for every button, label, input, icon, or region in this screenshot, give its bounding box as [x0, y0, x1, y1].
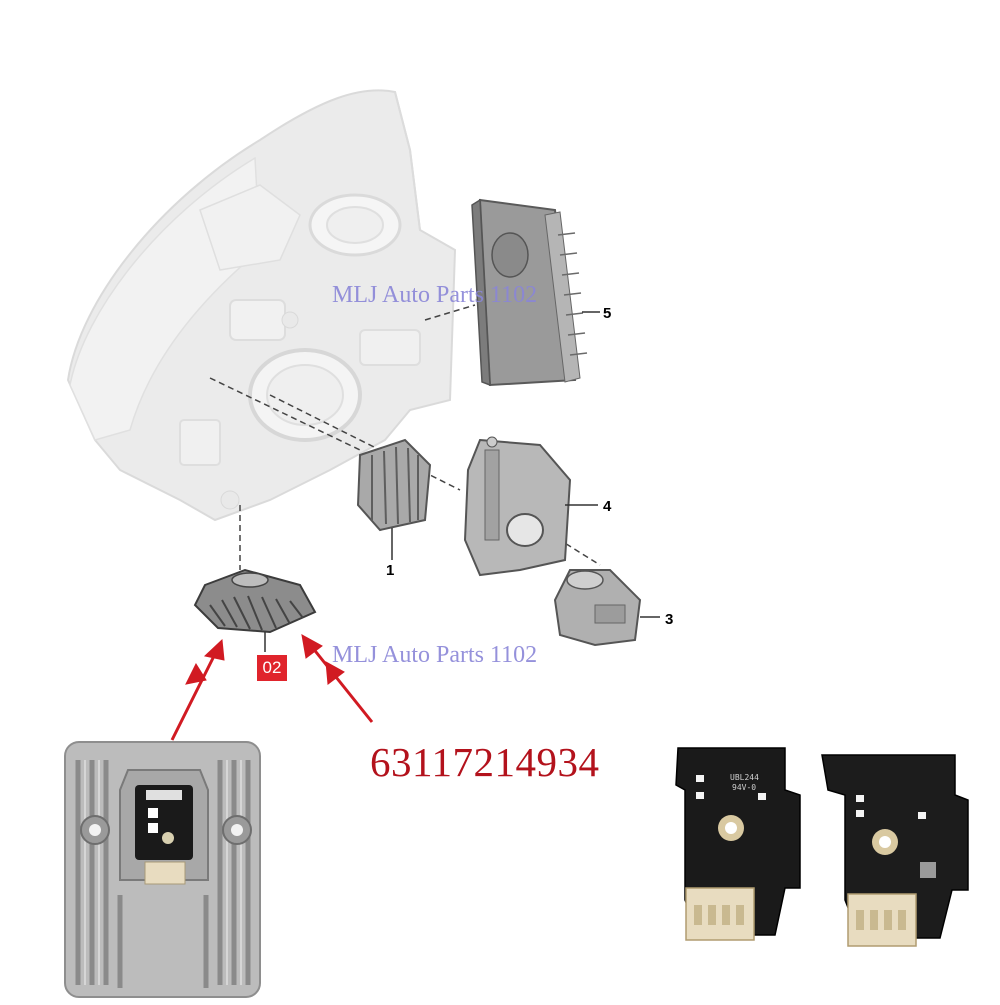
- part-5-control-unit: [471, 198, 600, 387]
- callout-3: 3: [665, 611, 673, 628]
- pcb-marking: UBL244: [730, 773, 759, 782]
- watermark-top: MLJ Auto Parts 1102: [332, 282, 538, 308]
- headlight-housing-icon: [66, 89, 457, 522]
- callout-1: 1: [386, 562, 394, 579]
- led-module-photo-icon: [64, 741, 261, 998]
- callout-4: 4: [603, 498, 612, 515]
- part-1-led-driver: [356, 438, 432, 560]
- pcb-marking-sub: 94V-0: [732, 783, 756, 792]
- part-4-bracket: [463, 436, 598, 577]
- part-badge-02: 02: [257, 655, 287, 681]
- pointer-arrows: [170, 634, 374, 741]
- watermark-bottom: MLJ Auto Parts 1102: [332, 642, 538, 668]
- callout-5: 5: [603, 305, 611, 322]
- part-02-led-module: [193, 568, 317, 652]
- part-3-motor: [553, 569, 660, 647]
- part-number-label: 63117214934: [370, 739, 600, 785]
- pcb-board-icon: UBL244 94V-0: [675, 747, 969, 947]
